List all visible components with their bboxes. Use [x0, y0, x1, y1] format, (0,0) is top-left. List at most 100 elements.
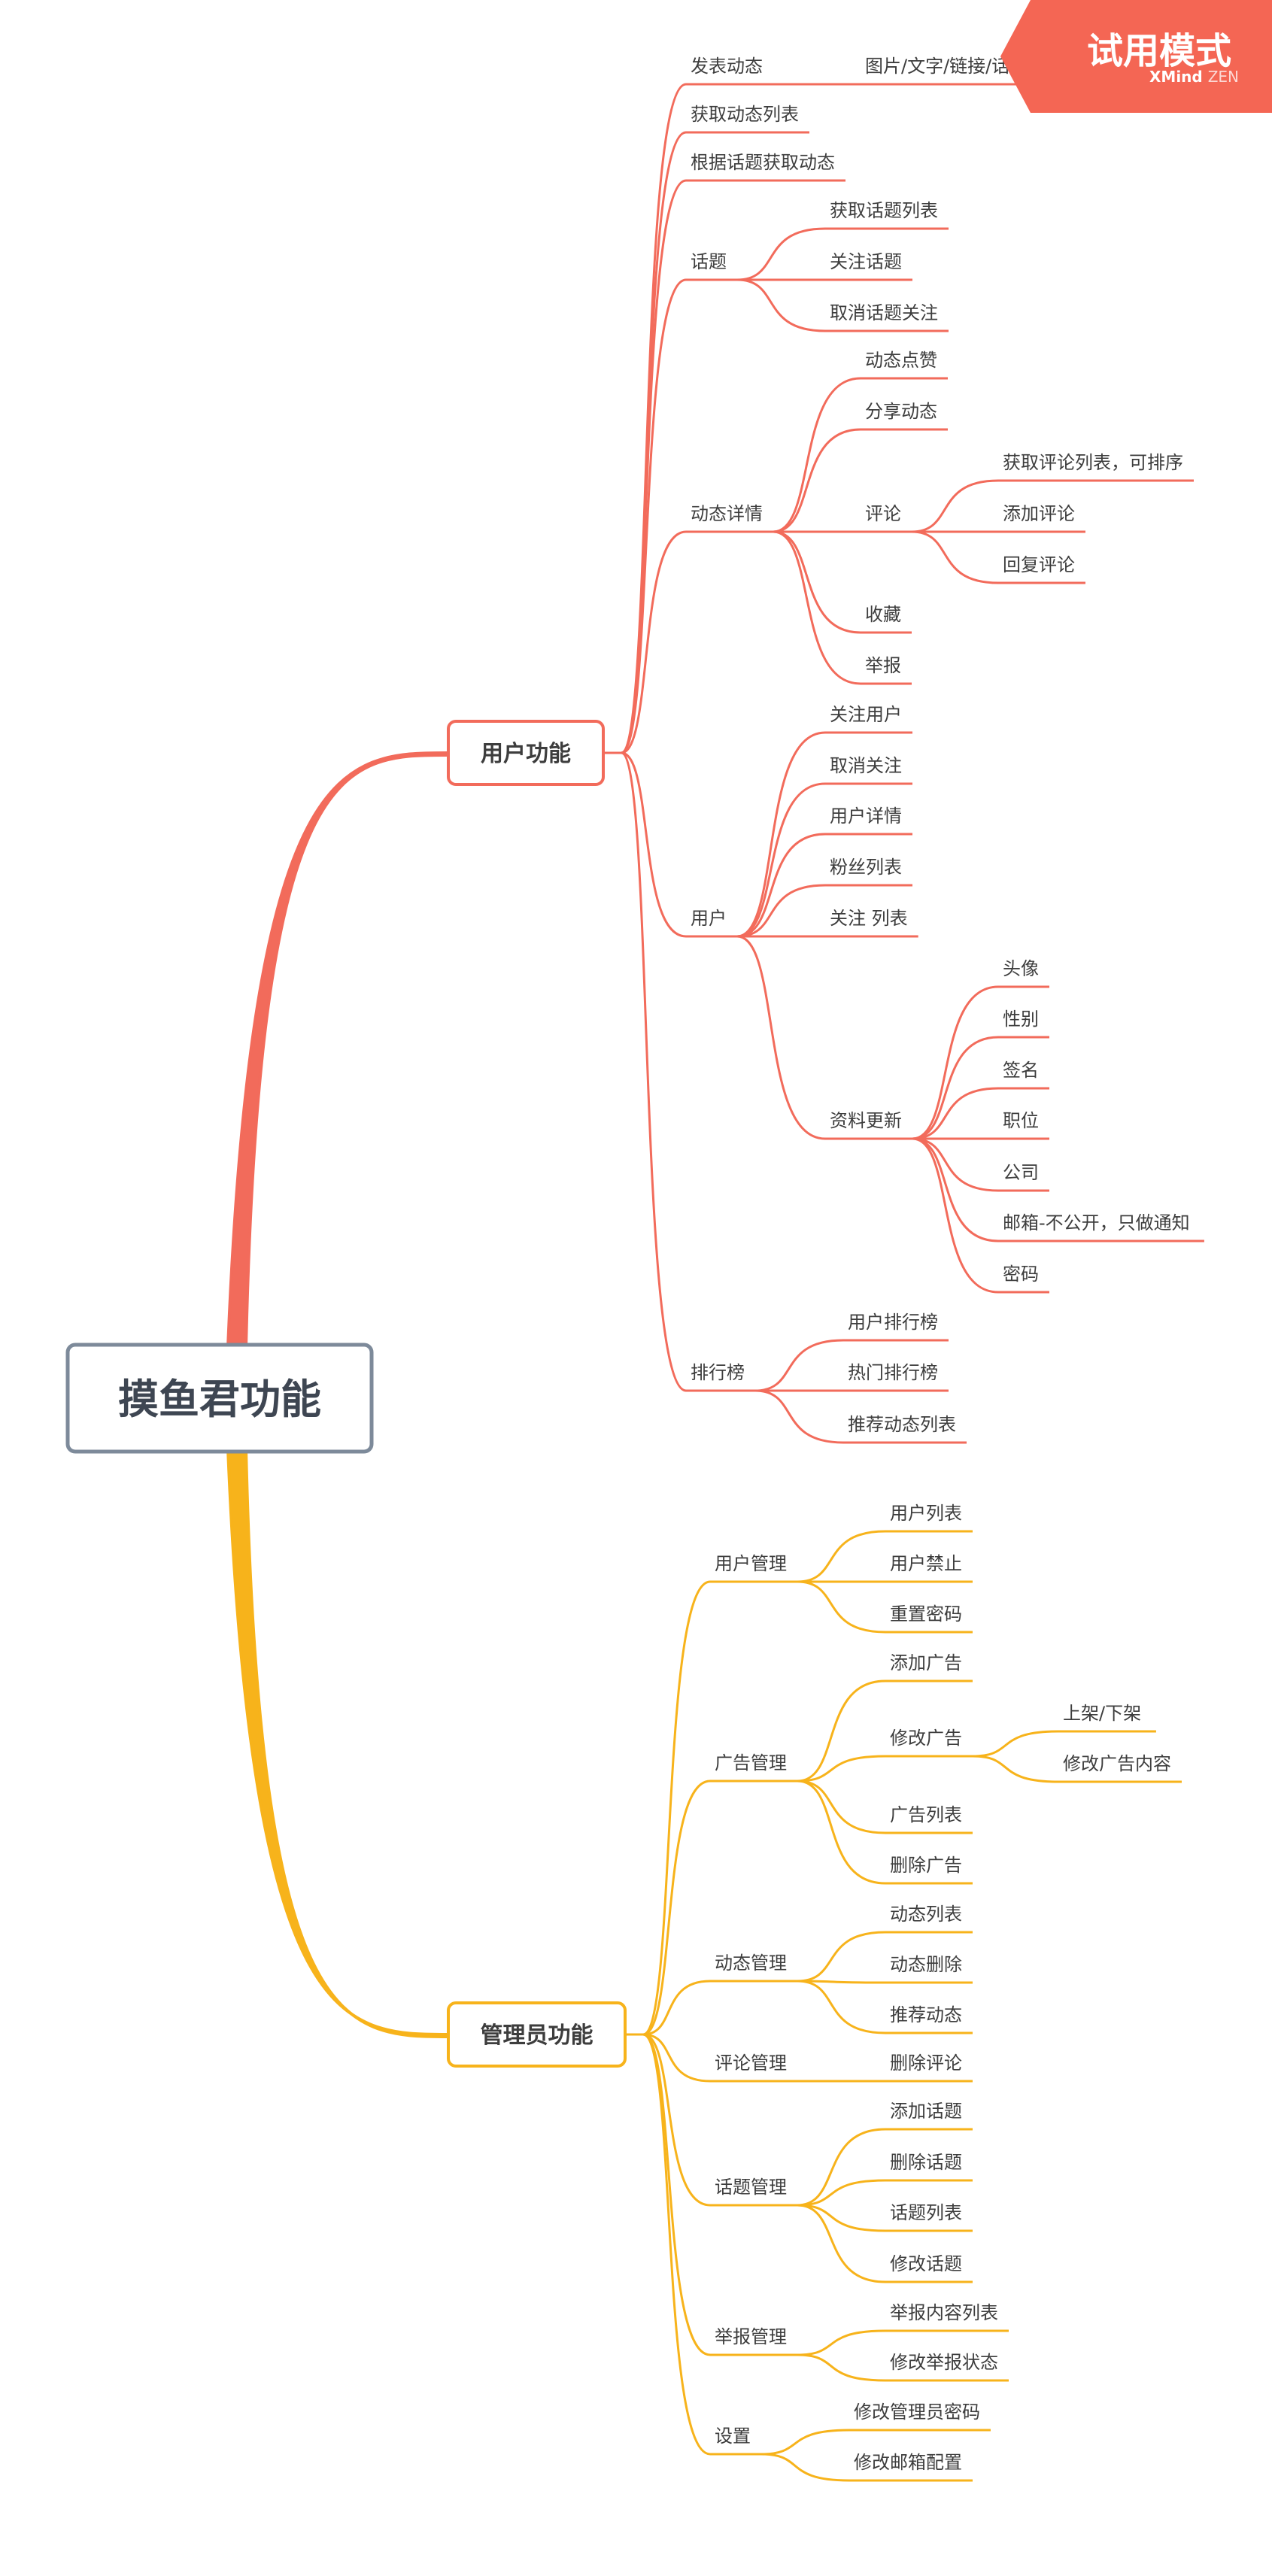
connector-line: [797, 2353, 886, 2382]
topic-label[interactable]: 根据话题获取动态: [691, 152, 835, 173]
connector-line: [621, 131, 687, 754]
topic-label[interactable]: 关注话题: [830, 251, 902, 272]
topic-label[interactable]: 话题列表: [890, 2202, 962, 2223]
topic-label[interactable]: 用户: [691, 908, 727, 929]
topic-label[interactable]: 评论管理: [715, 2053, 787, 2074]
topic-label[interactable]: 动态详情: [691, 503, 763, 524]
topic-label[interactable]: 用户详情: [830, 806, 902, 827]
topic-label[interactable]: 用户管理: [715, 1553, 787, 1574]
topic-label[interactable]: 广告列表: [890, 1804, 962, 1825]
topic-label[interactable]: 签名: [1003, 1060, 1039, 1081]
connector-line: [912, 1036, 999, 1140]
topic-label[interactable]: 重置密码: [890, 1604, 962, 1625]
topic-label[interactable]: 获取评论列表，可排序: [1003, 452, 1183, 473]
connector-line: [642, 1580, 711, 2036]
topic-label[interactable]: 密码: [1003, 1264, 1039, 1285]
connector-line: [912, 1137, 999, 1294]
topic-label[interactable]: 图片/文字/链接/话题: [865, 56, 1028, 77]
connector-line: [642, 2033, 711, 2456]
branch-label[interactable]: 管理员功能: [481, 2022, 593, 2049]
topic-label[interactable]: 修改广告内容: [1063, 1753, 1171, 1774]
branch-label[interactable]: 用户功能: [481, 741, 571, 767]
topic-label[interactable]: 话题管理: [715, 2177, 787, 2198]
topic-label[interactable]: 关注 列表: [830, 908, 908, 929]
connector-line: [912, 985, 999, 1140]
root-topic-box[interactable]: [65, 1343, 374, 1454]
topic-label[interactable]: 资料更新: [830, 1110, 902, 1131]
connector-line: [911, 479, 999, 533]
connector-line: [797, 2204, 886, 2232]
topic-label[interactable]: 获取话题列表: [830, 200, 938, 221]
connector-line: [773, 530, 861, 634]
topic-label[interactable]: 修改举报状态: [890, 2352, 998, 2373]
topic-label[interactable]: 话题: [691, 251, 727, 272]
connector-line: [621, 278, 687, 754]
topic-label[interactable]: 性别: [1003, 1009, 1039, 1030]
connector-line: [797, 2179, 886, 2207]
topic-label[interactable]: 公司: [1003, 1162, 1039, 1183]
topic-label[interactable]: 动态列表: [890, 1904, 962, 1925]
topic-label[interactable]: 邮箱-不公开，只做通知: [1003, 1212, 1190, 1233]
topic-label[interactable]: 删除广告: [890, 1855, 962, 1876]
topic-label[interactable]: 热门排行榜: [848, 1362, 938, 1383]
topic-label[interactable]: 修改管理员密码: [854, 2402, 980, 2423]
topic-label[interactable]: 推荐动态列表: [848, 1414, 956, 1435]
topic-label[interactable]: 举报内容列表: [890, 2302, 998, 2323]
connector-line: [972, 1730, 1059, 1758]
topic-label[interactable]: 动态点赞: [865, 350, 937, 371]
topic-label[interactable]: 删除话题: [890, 2152, 962, 2173]
topic-label[interactable]: 回复评论: [1003, 554, 1075, 575]
connector-line: [972, 1755, 1059, 1783]
connector-line: [911, 530, 999, 584]
topic-label[interactable]: 取消关注: [830, 755, 902, 776]
topic-label[interactable]: 动态管理: [715, 1952, 787, 1974]
topic-label[interactable]: 动态删除: [890, 1954, 962, 1975]
trial-mode-title: 试用模式: [1087, 30, 1232, 72]
topic-label[interactable]: 排行榜: [691, 1362, 745, 1383]
topic-label[interactable]: 添加话题: [890, 2101, 962, 2122]
topic-label[interactable]: 用户排行榜: [848, 1312, 938, 1333]
topic-label[interactable]: 添加广告: [890, 1652, 962, 1673]
connector-line: [797, 1580, 886, 1634]
topic-label[interactable]: 删除评论: [890, 2053, 962, 2074]
topic-label[interactable]: 职位: [1003, 1110, 1039, 1131]
topic-label[interactable]: 关注用户: [830, 704, 902, 725]
topic-label[interactable]: 广告管理: [715, 1752, 787, 1773]
topic-label[interactable]: 收藏: [865, 604, 901, 625]
connector-line: [642, 1980, 711, 2036]
topic-label[interactable]: 用户列表: [890, 1503, 962, 1524]
topic-label[interactable]: 获取动态列表: [691, 104, 799, 125]
root-topic-label[interactable]: 摸鱼君功能: [118, 1376, 321, 1423]
topic-label[interactable]: 上架/下架: [1063, 1703, 1141, 1724]
connector-line: [797, 1931, 886, 1983]
topic-label[interactable]: 修改广告: [890, 1728, 962, 1749]
topic-label[interactable]: 用户禁止: [890, 1553, 962, 1574]
topic-label[interactable]: 取消话题关注: [830, 302, 938, 323]
xmind-zen-logo: XMind ZEN: [1149, 68, 1239, 86]
topic-label[interactable]: 添加评论: [1003, 503, 1075, 524]
connector-line: [754, 1389, 844, 1444]
topic-label[interactable]: 评论: [865, 503, 901, 524]
topic-label[interactable]: 设置: [715, 2426, 751, 2447]
connector-line: [797, 2128, 886, 2207]
topic-label[interactable]: 头像: [1003, 958, 1039, 979]
topic-label[interactable]: 推荐动态: [890, 2004, 962, 2025]
connector-line: [621, 751, 687, 938]
topic-label[interactable]: 举报管理: [715, 2326, 787, 2347]
topic-label[interactable]: 分享动态: [865, 401, 937, 422]
connector-line: [736, 833, 826, 938]
topic-label[interactable]: 修改话题: [890, 2253, 962, 2274]
connector-line: [642, 2033, 711, 2083]
topic-label[interactable]: 修改邮箱配置: [854, 2452, 962, 2473]
topic-label[interactable]: 发表动态: [691, 56, 763, 77]
branch-box[interactable]: [447, 720, 605, 786]
topic-label[interactable]: 举报: [865, 655, 901, 676]
connector-line: [736, 278, 826, 332]
branch-box[interactable]: [447, 2001, 627, 2068]
topic-label[interactable]: 粉丝列表: [830, 857, 902, 878]
connector-line: [797, 1780, 886, 1885]
brand-name: XMind: [1149, 68, 1203, 86]
connector-line: [797, 1980, 886, 1984]
